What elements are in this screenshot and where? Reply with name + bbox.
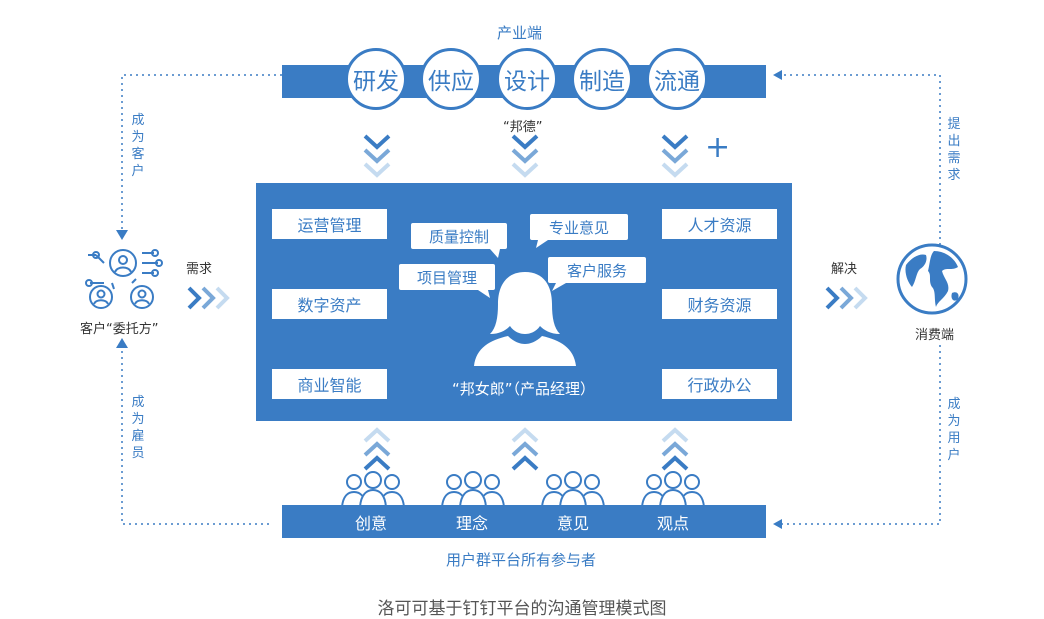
box-digital-assets: 数字资产 <box>272 289 387 319</box>
box-finance: 财务资源 <box>662 289 777 319</box>
client-label: 客户“委托方” <box>80 322 159 337</box>
circle-design: 设计 <box>496 48 558 110</box>
chevron-up-icon <box>511 427 539 471</box>
box-operations: 运营管理 <box>272 209 387 239</box>
chevron-down-icon <box>661 134 689 178</box>
bottom-item-opinion: 意见 <box>557 514 590 533</box>
bottom-item-concept: 理念 <box>456 514 489 533</box>
bubble-project-management: 项目管理 <box>399 264 495 290</box>
globe-icon <box>896 243 968 315</box>
become-employee-label: 成为雇员 <box>131 395 145 461</box>
caption: 洛可可基于钉钉平台的沟通管理模式图 <box>377 599 667 619</box>
bottom-item-creativity: 创意 <box>355 514 388 533</box>
chevron-right-icon <box>187 286 230 310</box>
raise-demand-label: 提出需求 <box>947 117 961 183</box>
demand-label: 需求 <box>186 262 213 277</box>
resolve-label: 解决 <box>831 262 858 277</box>
bubble-quality-control: 质量控制 <box>411 223 507 249</box>
chevron-down-icon <box>511 134 539 178</box>
circle-supply: 供应 <box>420 48 482 110</box>
people-group-icon <box>641 471 705 508</box>
box-business-intelligence: 商业智能 <box>272 369 387 399</box>
plus-icon: + <box>705 130 731 165</box>
become-user-label: 成为用户 <box>947 397 961 463</box>
bubble-customer-service: 客户服务 <box>548 257 646 283</box>
person-label: “邦女郎”（产品经理） <box>452 380 596 398</box>
people-group-icon <box>441 471 505 508</box>
chevron-right-icon <box>825 286 868 310</box>
bond-label: “邦德” <box>503 120 543 135</box>
circle-manufacture: 制造 <box>571 48 633 110</box>
chevron-up-icon <box>363 427 391 471</box>
box-admin: 行政办公 <box>662 369 777 399</box>
bubble-professional-opinion: 专业意见 <box>530 214 628 240</box>
consumer-label: 消费端 <box>915 328 955 343</box>
circle-circulation: 流通 <box>646 48 708 110</box>
people-group-icon <box>341 471 405 508</box>
chevron-up-icon <box>661 427 689 471</box>
client-network-icon <box>85 249 163 309</box>
bottom-title: 用户群平台所有参与者 <box>446 551 597 569</box>
box-talent: 人才资源 <box>662 209 777 239</box>
circle-research: 研发 <box>345 48 407 110</box>
bottom-bar <box>282 505 766 538</box>
bottom-item-viewpoint: 观点 <box>657 514 690 533</box>
top-title: 产业端 <box>497 24 543 42</box>
become-client-label: 成为客户 <box>131 113 145 179</box>
chevron-down-icon <box>363 134 391 178</box>
product-manager-icon <box>474 272 576 366</box>
people-group-icon <box>541 471 605 508</box>
